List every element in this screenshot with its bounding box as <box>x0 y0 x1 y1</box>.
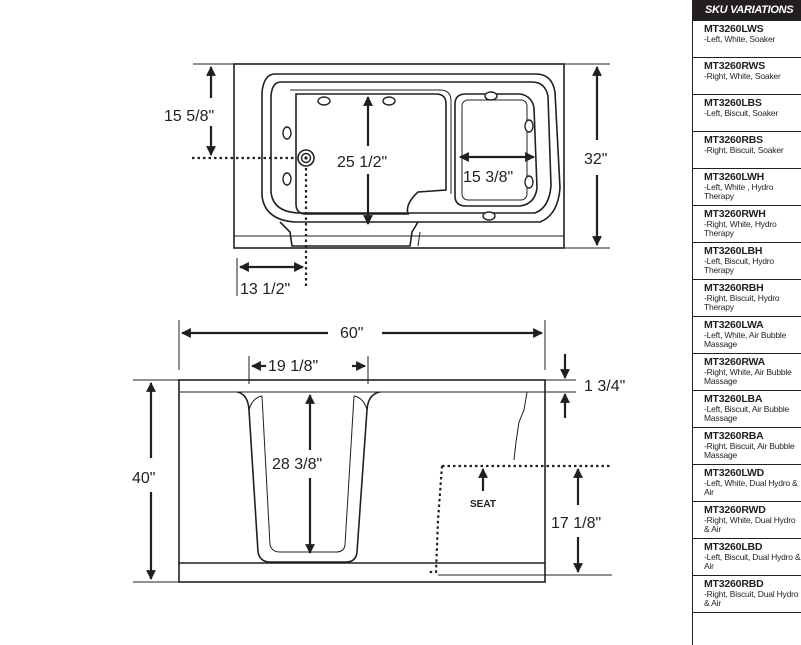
sku-item: MT3260LWD -Left, White, Dual Hydro & Air <box>693 465 801 502</box>
jet-icon <box>282 126 292 140</box>
sku-item: MT3260RBD -Right, Biscuit, Dual Hydro & … <box>693 576 801 613</box>
jet-icon <box>482 211 496 221</box>
sku-desc: -Right, Biscuit, Soaker <box>704 145 784 155</box>
drain-icon <box>297 149 315 167</box>
dim-floor-width: 19 1/8" <box>268 358 318 375</box>
sku-item: MT3260RWA -Right, White, Air Bubble Mass… <box>693 354 801 391</box>
sku-desc: -Right, Biscuit, Air Bubble Massage <box>704 441 795 460</box>
sku-desc: -Left, Biscuit, Dual Hydro & Air <box>704 552 801 571</box>
dim-width-inner: 25 1/2" <box>337 154 387 171</box>
sku-code: MT3260RWA <box>704 356 766 368</box>
sku-desc: -Right, White, Hydro Therapy <box>704 219 777 238</box>
sku-code: MT3260RBS <box>704 134 763 146</box>
sku-desc: -Left, Biscuit, Air Bubble Massage <box>704 404 790 423</box>
sku-item: MT3260RWD -Right, White, Dual Hydro & Ai… <box>693 502 801 539</box>
sku-item: MT3260LBA -Left, Biscuit, Air Bubble Mas… <box>693 391 801 428</box>
sku-code: MT3260RBD <box>704 578 764 590</box>
jet-icon <box>282 172 292 186</box>
sku-desc: -Left, White, Dual Hydro & Air <box>704 478 798 497</box>
tub-rim-outer <box>261 73 561 223</box>
sku-code: MT3260RWH <box>704 208 766 220</box>
sku-desc: -Right, White, Air Bubble Massage <box>704 367 792 386</box>
well-profile <box>236 391 381 563</box>
sku-code: MT3260RBH <box>704 282 764 294</box>
sku-desc: -Left, White, Soaker <box>704 34 776 44</box>
dim-depth-inner: 15 5/8" <box>164 108 214 125</box>
top-view: 15 5/8" 25 1/2" 15 3/8" 32" 13 1/2" <box>164 63 610 298</box>
sku-item: MT3260RWH -Right, White, Hydro Therapy <box>693 206 801 243</box>
sku-item: MT3260RBH -Right, Biscuit, Hydro Therapy <box>693 280 801 317</box>
dim-well-depth: 28 3/8" <box>272 456 322 473</box>
sku-code: MT3260LWS <box>704 23 764 35</box>
seat-label: SEAT <box>470 499 496 510</box>
dim-drain-offset: 13 1/2" <box>240 281 290 298</box>
sku-desc: -Right, White, Dual Hydro & Air <box>704 515 796 534</box>
sku-desc: -Right, Biscuit, Hydro Therapy <box>704 293 780 312</box>
dim-seat: 15 3/8" <box>463 169 513 186</box>
sku-desc: -Right, White, Soaker <box>704 71 781 81</box>
sku-item: MT3260LBD -Left, Biscuit, Dual Hydro & A… <box>693 539 801 576</box>
sku-code: MT3260RWD <box>704 504 766 516</box>
jet-icon <box>524 119 534 133</box>
sku-item: MT3260LWH -Left, White , Hydro Therapy <box>693 169 801 206</box>
dim-seat-height: 17 1/8" <box>551 515 601 532</box>
tub-drawing: 15 5/8" 25 1/2" 15 3/8" 32" 13 1/2" 60" <box>132 63 625 583</box>
sku-item: MT3260LBH -Left, Biscuit, Hydro Therapy <box>693 243 801 280</box>
sku-desc: -Left, White , Hydro Therapy <box>704 182 774 201</box>
sku-code: MT3260RWS <box>704 60 766 72</box>
sku-code: MT3260LWH <box>704 171 765 183</box>
sku-desc: -Right, Biscuit, Dual Hydro & Air <box>704 589 799 608</box>
sku-item: MT3260LWS -Left, White, Soaker <box>693 21 801 58</box>
sku-code: MT3260LWD <box>704 467 765 479</box>
jet-icon <box>524 175 534 189</box>
sku-item: MT3260RBS -Right, Biscuit, Soaker <box>693 132 801 169</box>
seat-outline <box>454 93 538 207</box>
dim-height: 40" <box>132 470 155 487</box>
jet-icons <box>282 91 534 221</box>
sku-code: MT3260LBA <box>704 393 763 405</box>
sku-desc: -Left, White, Air Bubble Massage <box>704 330 787 349</box>
sku-code: MT3260LBD <box>704 541 763 553</box>
sku-panel-header: SKU VARIATIONS <box>693 0 801 21</box>
tub-rim-inner <box>270 81 552 214</box>
dim-rim-height: 1 3/4" <box>584 378 625 395</box>
front-view: 60" 19 1/8" 1 3/4" 40" 28 3/8" SEAT 17 1… <box>132 320 625 583</box>
jet-icon <box>382 96 396 106</box>
sku-code: MT3260LWA <box>704 319 764 331</box>
front-view-outline <box>178 379 546 583</box>
top-view-outline <box>233 63 565 249</box>
sku-item: MT3260RBA -Right, Biscuit, Air Bubble Ma… <box>693 428 801 465</box>
jet-icon <box>484 91 498 101</box>
sku-item: MT3260RWS -Right, White, Soaker <box>693 58 801 95</box>
sku-code: MT3260LBH <box>704 245 763 257</box>
jet-icon <box>317 96 331 106</box>
well-basin <box>295 93 447 215</box>
sku-desc: -Left, Biscuit, Soaker <box>704 108 779 118</box>
sku-code: MT3260LBS <box>704 97 762 109</box>
sku-item: MT3260LBS -Left, Biscuit, Soaker <box>693 95 801 132</box>
dim-length: 60" <box>340 325 363 342</box>
sku-desc: -Left, Biscuit, Hydro Therapy <box>704 256 774 275</box>
sku-item: MT3260LWA -Left, White, Air Bubble Massa… <box>693 317 801 354</box>
dim-overall-depth: 32" <box>584 151 607 168</box>
sku-code: MT3260RBA <box>704 430 764 442</box>
sku-variations-panel: SKU VARIATIONS MT3260LWS -Left, White, S… <box>692 0 801 645</box>
